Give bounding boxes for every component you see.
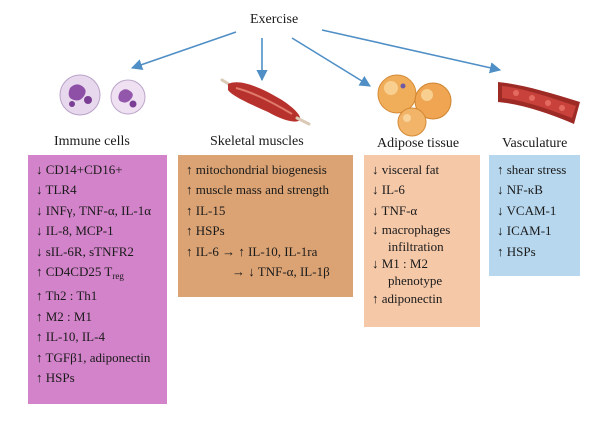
list-item: ↓ INFγ, TNF-α, IL-1α: [36, 202, 152, 218]
list-item: ↓ CD14+CD16+: [36, 162, 123, 177]
list-item: ↑ HSPs: [186, 223, 225, 239]
list-item: ↓ NF-κB: [497, 182, 543, 198]
immune-cells-title: Immune cells: [54, 134, 130, 149]
exercise-label: Exercise: [250, 12, 299, 27]
treg-subscript: reg: [112, 271, 124, 282]
list-item: ↑ IL-10, IL-4: [36, 329, 105, 345]
list-item: ↓ sIL-6R, sTNFR2: [36, 243, 134, 259]
list-item: ↓ M1 : M2 phenotype: [372, 256, 443, 289]
vasculature-box: ↑ shear stress ↓ NF-κB ↓ VCAM-1 ↓ ICAM-1…: [489, 155, 580, 276]
adipose-tissue-box: ↓ visceral fat ↓ IL-6 ↓ TNF-α ↓ macropha…: [364, 155, 480, 327]
arrow-to-vasculature: [321, 29, 502, 74]
adipose-tissue-title: Adipose tissue: [377, 136, 460, 151]
list-item: ↓ IL-8, MCP-1: [36, 223, 114, 239]
list-item: → ↓ TNF-α, IL-1β: [232, 264, 330, 280]
list-item: ↑ HSPs: [497, 243, 536, 259]
list-item: ↓ macrophages infiltration: [372, 222, 451, 255]
arrow-to-immune-cells: [130, 31, 237, 70]
list-item: ↑ muscle mass and strength: [186, 182, 329, 198]
immune-cells-box: ↓ CD14+CD16+ ↓ TLR4 ↓ INFγ, TNF-α, IL-1α…: [28, 155, 167, 404]
list-item: ↑ IL-6 → ↑ IL-10, IL-1ra: [186, 243, 318, 259]
adipocyte-icon: [377, 74, 452, 137]
vasculature-title: Vasculature: [502, 136, 568, 151]
treg-prefix: ↑ CD4CD25 T: [36, 264, 113, 280]
list-item: ↓ visceral fat: [372, 162, 440, 177]
muscle-icon: [220, 78, 311, 126]
list-item: ↓ IL-6: [372, 182, 405, 198]
skeletal-muscles-title: Skeletal muscles: [210, 134, 304, 149]
immune-cells-icon: [59, 74, 146, 116]
list-item: ↑ TGFβ1, adiponectin: [36, 349, 151, 365]
list-item: ↑ M2 : M1: [36, 308, 92, 324]
list-item: ↓ ICAM-1: [497, 223, 552, 239]
list-item: ↓ TNF-α: [372, 202, 418, 218]
list-item: ↑ adiponectin: [372, 291, 443, 307]
blood-vessel-icon: [498, 82, 580, 124]
list-item: ↓ TLR4: [36, 182, 77, 198]
arrow-to-adipose-tissue: [291, 37, 371, 87]
list-item: ↑ Th2 : Th1: [36, 288, 98, 304]
list-item: ↓ VCAM-1: [497, 202, 557, 218]
list-item-treg: ↑ CD4CD25 Treg: [36, 262, 161, 286]
skeletal-muscles-box: ↑ mitochondrial biogenesis ↑ muscle mass…: [178, 155, 353, 297]
list-item: ↑ shear stress: [497, 162, 567, 177]
list-item: ↑ HSPs: [36, 370, 75, 386]
list-item: ↑ IL-15: [186, 202, 226, 218]
list-item: ↑ mitochondrial biogenesis: [186, 162, 327, 177]
